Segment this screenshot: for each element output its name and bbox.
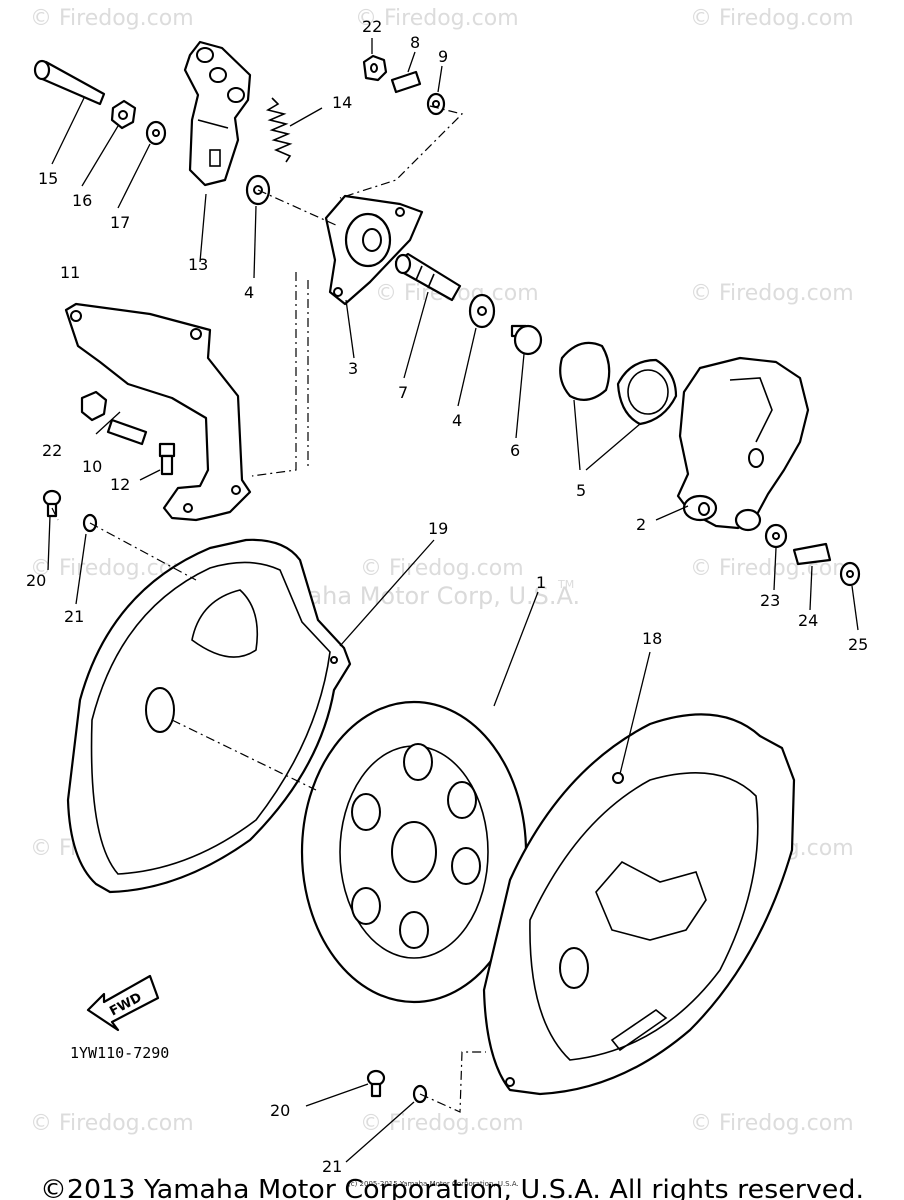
cam-shaft-7 <box>394 252 462 302</box>
watermark: © Firedog.com <box>30 1111 194 1136</box>
callout-20-bottom: 20 <box>270 1101 290 1120</box>
pin-8 <box>390 70 422 94</box>
callout-18: 18 <box>642 629 662 648</box>
callout-21-left: 21 <box>64 607 84 626</box>
callout-4-upper: 4 <box>244 283 254 302</box>
callout-24: 24 <box>798 611 818 630</box>
screw-20-bottom <box>366 1069 386 1098</box>
callout-2: 2 <box>636 515 646 534</box>
callout-4-middle: 4 <box>452 411 462 430</box>
callout-8: 8 <box>410 33 420 52</box>
footer-copyright: ©2013 Yamaha Motor Corporation, U.S.A. A… <box>40 1175 864 1200</box>
watermark: © Firedog.com <box>690 1111 854 1136</box>
pin-10 <box>106 418 148 446</box>
callout-3: 3 <box>348 359 358 378</box>
callout-25: 25 <box>848 635 868 654</box>
seal-kit-5 <box>559 341 678 426</box>
callout-11: 11 <box>60 263 80 282</box>
dust-cover-19 <box>66 538 352 894</box>
callout-10: 10 <box>82 457 102 476</box>
backing-plate-18 <box>482 713 796 1096</box>
callout-6: 6 <box>510 441 520 460</box>
watermarks: © Firedog.com © Firedog.com © Firedog.co… <box>30 6 854 1136</box>
callout-9: 9 <box>438 47 448 66</box>
assembly-lines <box>51 105 486 1113</box>
pin-24 <box>792 542 832 566</box>
watermark: © Firedog.com <box>690 6 854 31</box>
fwd-arrow: FWD <box>86 974 160 1032</box>
callout-12: 12 <box>110 475 130 494</box>
watermark: © Firedog.com <box>690 281 854 306</box>
watermark: © Firedog.com <box>360 1111 524 1136</box>
callout-20-left: 20 <box>26 571 46 590</box>
callout-5: 5 <box>576 481 586 500</box>
bolt-15 <box>33 59 106 106</box>
bracket-11 <box>64 302 252 522</box>
callout-7: 7 <box>398 383 408 402</box>
callout-1: 1 <box>536 573 546 592</box>
corp-watermark-tm: TM <box>557 578 574 591</box>
callout-21-bottom: 21 <box>322 1157 342 1176</box>
diagram-code: 1YW110-7290 <box>70 1044 169 1062</box>
brake-arm-13 <box>183 40 252 187</box>
callout-19: 19 <box>428 519 448 538</box>
nut-22-left <box>80 390 108 422</box>
leader-lines <box>47 38 859 1163</box>
watermark: © Firedog.com <box>355 6 519 31</box>
screw-20-left <box>42 489 62 518</box>
small-copyright: (c) 2005-2015 Yamaha Motor Corporation, … <box>348 1180 519 1188</box>
spring-14 <box>265 97 293 163</box>
cam-housing-3 <box>324 194 424 306</box>
callout-14: 14 <box>332 93 352 112</box>
callout-13: 13 <box>188 255 208 274</box>
callout-15: 15 <box>38 169 58 188</box>
piston-6 <box>510 324 543 356</box>
bolt-12 <box>158 442 176 476</box>
callout-labels: 22 8 9 14 15 16 17 13 11 4 3 7 4 6 5 2 2… <box>26 17 868 1176</box>
callout-16: 16 <box>72 191 92 210</box>
brake-disc-1 <box>300 700 528 1004</box>
watermark: © Firedog.com <box>360 556 524 581</box>
callout-22: 22 <box>362 17 382 36</box>
caliper-2 <box>676 356 810 532</box>
watermark: © Firedog.com <box>30 6 194 31</box>
callout-23: 23 <box>760 591 780 610</box>
callout-22-left: 22 <box>42 441 62 460</box>
callout-17: 17 <box>110 213 130 232</box>
